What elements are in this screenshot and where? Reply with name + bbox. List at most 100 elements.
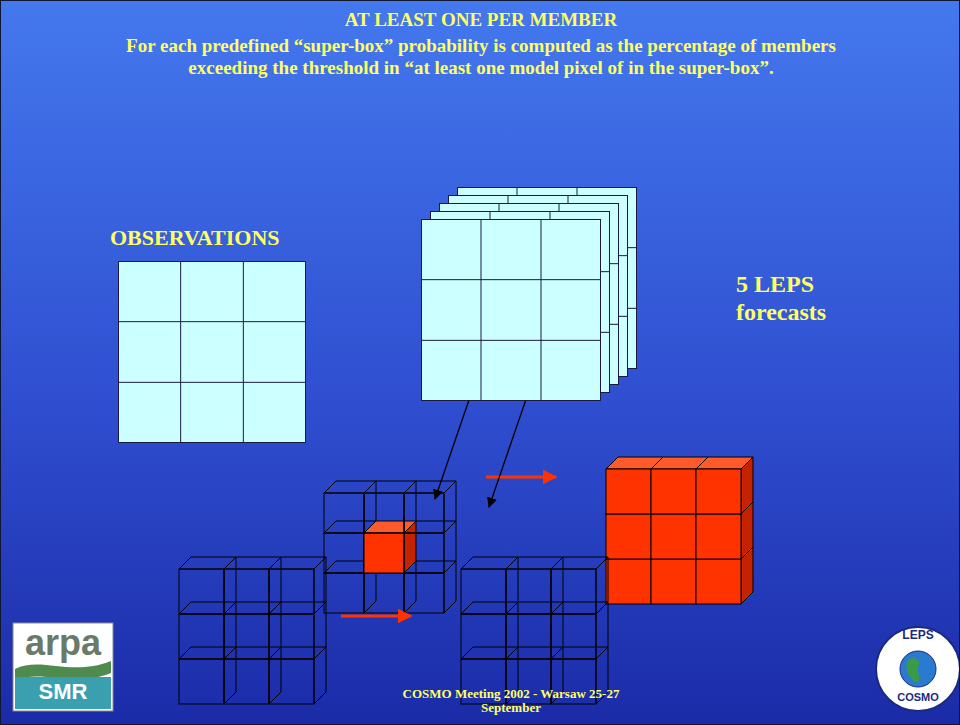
footer-text: COSMO Meeting 2002 - Warsaw 25-27 Septem… xyxy=(386,687,636,716)
cube-front xyxy=(651,559,696,604)
cube-side xyxy=(269,647,281,704)
grid-line xyxy=(481,219,482,401)
cube-front xyxy=(179,659,224,704)
cube-top xyxy=(179,647,236,659)
cube-front xyxy=(364,533,404,573)
grid-line xyxy=(118,321,306,322)
cube-grids xyxy=(179,457,753,704)
cube-side xyxy=(404,521,416,573)
cube-side xyxy=(551,557,563,614)
cube-side xyxy=(741,457,753,514)
red-arrow xyxy=(341,615,411,618)
red-cube xyxy=(696,457,753,514)
cube-front xyxy=(179,569,224,614)
cube-front xyxy=(224,614,269,659)
cube-top xyxy=(269,647,326,659)
red-arrow xyxy=(486,476,556,479)
cube-top xyxy=(551,557,608,569)
cube-front xyxy=(404,573,444,613)
cube-side xyxy=(551,602,563,659)
cube-top xyxy=(404,521,456,533)
cube-front xyxy=(224,659,269,704)
cube-front xyxy=(324,493,364,533)
cube-front xyxy=(696,469,741,514)
cube-side xyxy=(314,602,326,659)
grid-heading: 5 LEPS forecasts xyxy=(736,271,844,326)
forecast-grid: 5 LEPS forecasts xyxy=(421,219,601,401)
logo-box xyxy=(13,623,113,711)
grid-panel xyxy=(119,262,306,443)
grid-line xyxy=(421,279,601,280)
cube-side xyxy=(269,602,281,659)
grid-drawing xyxy=(118,261,306,443)
logo-ring xyxy=(876,627,960,711)
cube-front xyxy=(696,559,741,604)
cube-top xyxy=(506,647,563,659)
cube-side xyxy=(444,561,456,613)
cube-side xyxy=(596,602,608,659)
cube-top xyxy=(224,557,281,569)
cube-front xyxy=(606,559,651,604)
cube-grid xyxy=(461,557,608,704)
cube-top xyxy=(461,602,518,614)
grid-line xyxy=(118,382,306,383)
cube-front xyxy=(461,569,506,614)
logo-text: SMR xyxy=(15,680,111,704)
slide-title: AT LEAST ONE PER MEMBER xyxy=(1,9,960,31)
cube-front xyxy=(364,493,404,533)
cube-side xyxy=(269,557,281,614)
cube-grid xyxy=(606,457,753,604)
logo-text: COSMO xyxy=(888,691,948,703)
cube-front xyxy=(179,614,224,659)
cube-front xyxy=(364,573,404,613)
globe-land xyxy=(906,658,919,683)
cube-top xyxy=(324,481,376,493)
cube-top xyxy=(179,557,236,569)
cube-top xyxy=(506,557,563,569)
cube-front xyxy=(404,493,444,533)
cube-top xyxy=(551,602,608,614)
cube-side xyxy=(224,602,236,659)
cube-top xyxy=(404,481,456,493)
wire-cube xyxy=(404,481,456,533)
cube-top xyxy=(461,647,518,659)
cube-front xyxy=(269,569,314,614)
cube-front xyxy=(606,514,651,559)
cube-side xyxy=(596,557,608,614)
grid-line xyxy=(243,261,244,443)
cube-front xyxy=(224,569,269,614)
cube-front xyxy=(269,659,314,704)
cube-side xyxy=(314,647,326,704)
cube-side xyxy=(444,481,456,533)
cube-side xyxy=(364,481,376,533)
cube-front xyxy=(551,569,596,614)
cube-grid xyxy=(179,557,326,704)
cube-front xyxy=(324,573,364,613)
cube-front xyxy=(551,614,596,659)
cube-side xyxy=(224,557,236,614)
cube-side xyxy=(506,557,518,614)
cube-front xyxy=(651,514,696,559)
wire-cube xyxy=(551,557,608,614)
cube-side xyxy=(314,557,326,614)
cube-front xyxy=(404,533,444,573)
cube-side xyxy=(224,647,236,704)
cube-side xyxy=(444,521,456,573)
cube-front xyxy=(606,469,651,514)
grid-line xyxy=(541,219,542,401)
cube-side xyxy=(404,481,416,533)
logo-band xyxy=(15,677,111,709)
cube-front xyxy=(324,533,364,573)
logo-text: LEPS xyxy=(888,629,948,642)
cube-front xyxy=(506,569,551,614)
cube-front xyxy=(269,614,314,659)
grid-line xyxy=(180,261,181,443)
logo-text: arpa xyxy=(15,623,111,663)
grid-drawing xyxy=(421,219,601,401)
globe xyxy=(900,651,936,687)
cube-front xyxy=(461,614,506,659)
cube-front xyxy=(696,514,741,559)
grid-panel xyxy=(422,220,601,401)
wire-cube xyxy=(269,557,326,614)
